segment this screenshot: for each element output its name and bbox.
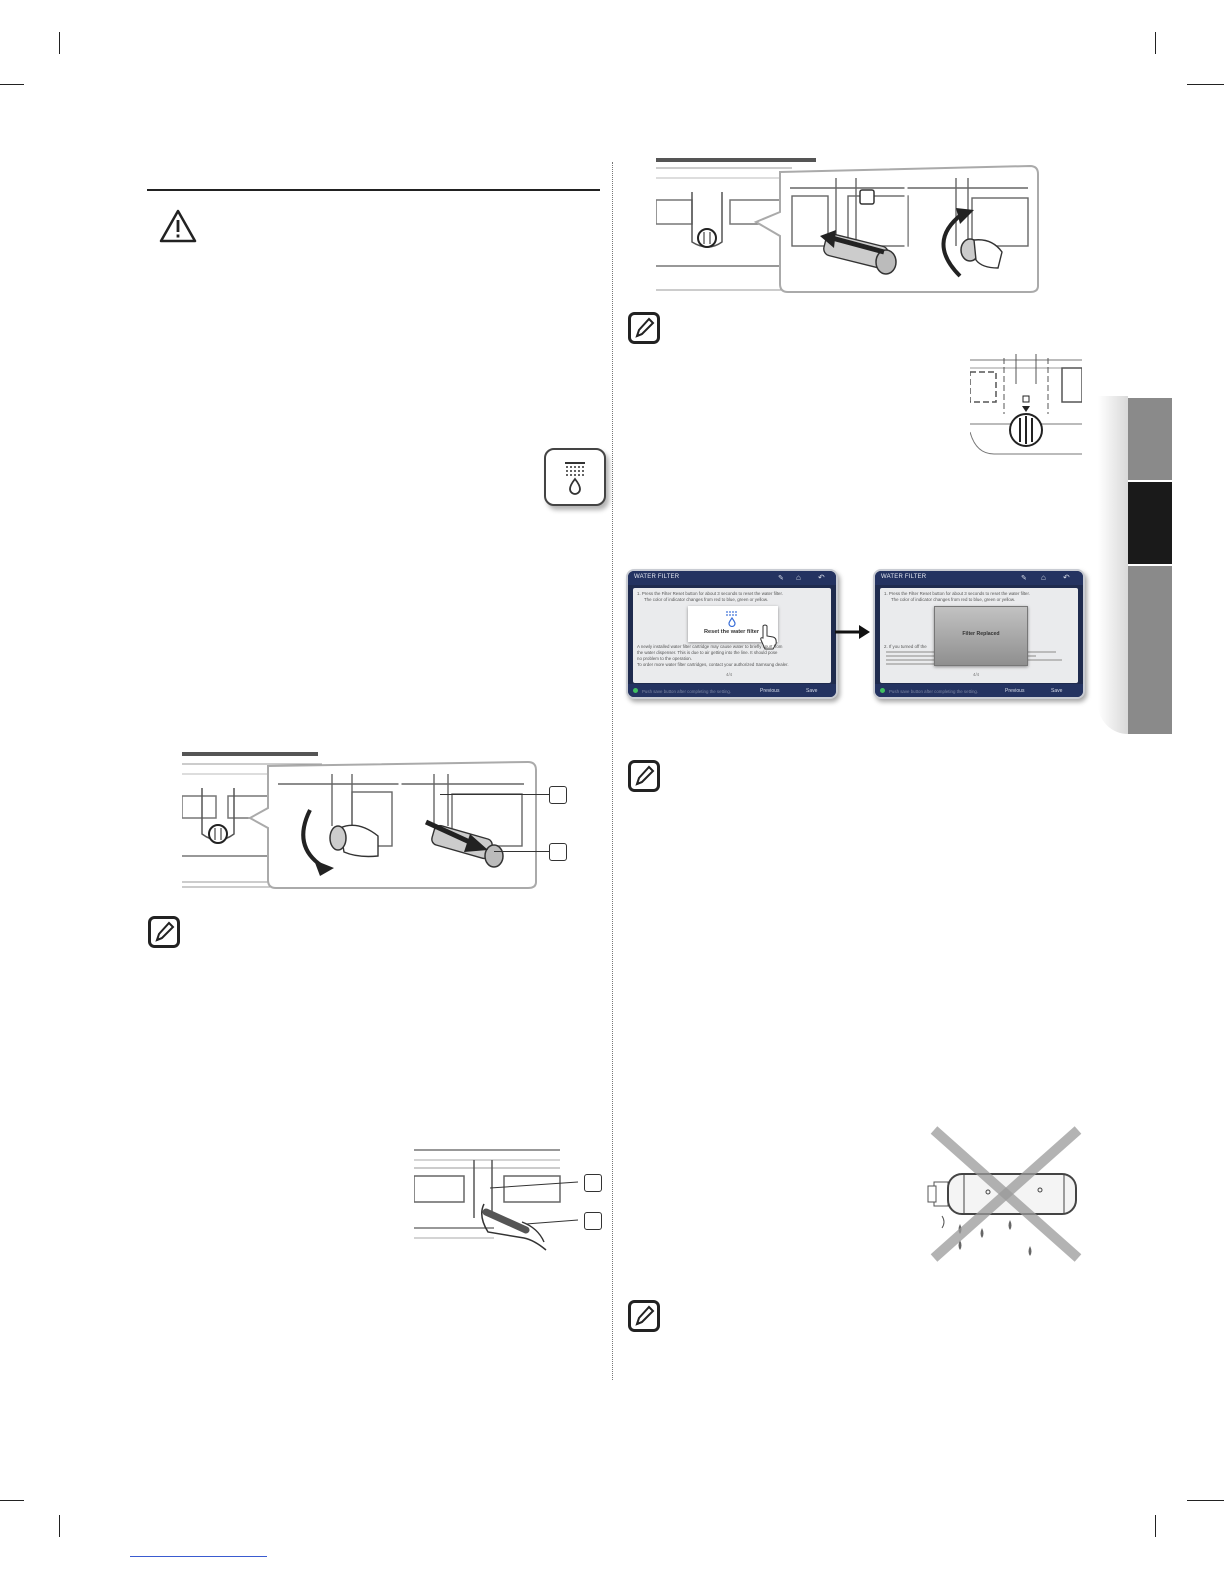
water-filter-screen-before: WATER FILTER ✎ ⌂ ↶ 1. Press the Filter R… bbox=[626, 569, 838, 699]
home-icon: ⌂ bbox=[1041, 573, 1046, 582]
callout-leader bbox=[440, 794, 549, 795]
screen-title: WATER FILTER bbox=[634, 574, 680, 580]
water-filter-reset-icon bbox=[726, 611, 737, 627]
arrow-right-icon bbox=[835, 625, 870, 639]
screen-title: WATER FILTER bbox=[881, 574, 927, 580]
reset-popup-label: Reset the water filter bbox=[704, 629, 760, 635]
screen-footer bbox=[875, 684, 1083, 697]
footer-link-underline bbox=[130, 1556, 267, 1557]
crop-mark bbox=[0, 1500, 24, 1501]
crop-mark bbox=[1155, 32, 1156, 54]
crop-mark bbox=[59, 1515, 60, 1537]
pencil-note-icon bbox=[628, 1300, 660, 1332]
status-dot bbox=[880, 688, 885, 693]
callout-box bbox=[549, 786, 567, 804]
leaking-filter-prohibited-illustration bbox=[927, 1126, 1082, 1262]
water-filter-screen-after: WATER FILTER ✎ ⌂ ↶ 1. Press the Filter R… bbox=[873, 569, 1085, 699]
home-icon: ⌂ bbox=[796, 573, 801, 582]
crop-mark bbox=[1187, 84, 1224, 85]
edit-icon: ✎ bbox=[1021, 575, 1027, 582]
pencil-note-icon bbox=[628, 312, 660, 344]
screen-step-1-sub: The color of indicator changes from red … bbox=[891, 597, 1015, 602]
side-tab-shadow bbox=[1098, 396, 1128, 734]
column-divider bbox=[612, 162, 613, 1380]
screen-paragraph: To order more water filter cartridges, c… bbox=[637, 662, 789, 667]
pencil-note-icon bbox=[628, 760, 660, 792]
filter-lock-position-illustration bbox=[970, 354, 1082, 455]
edit-icon: ✎ bbox=[778, 575, 784, 582]
screen-paragraph: the water dispenser. This is due to air … bbox=[637, 650, 778, 655]
chapter-tab bbox=[1128, 566, 1172, 734]
pencil-note-icon bbox=[148, 916, 180, 948]
section-header-rule bbox=[147, 189, 600, 191]
back-arrow-icon: ↶ bbox=[1063, 573, 1070, 582]
screen-paragraph: no problem to the operation. bbox=[637, 656, 692, 661]
chapter-tab-active bbox=[1128, 482, 1172, 564]
screen-page-indicator: 4/4 bbox=[726, 672, 733, 677]
back-arrow-icon: ↶ bbox=[818, 573, 825, 582]
water-filter-reset-icon bbox=[544, 448, 606, 506]
screen-step-1: 1. Press the Filter Reset button for abo… bbox=[884, 591, 1030, 596]
chapter-tab bbox=[1128, 398, 1172, 480]
status-dot bbox=[633, 688, 638, 693]
callout-box bbox=[549, 843, 567, 861]
previous-button[interactable]: Previous bbox=[760, 688, 780, 694]
crop-mark bbox=[1155, 1515, 1156, 1537]
screen-footer bbox=[628, 684, 836, 697]
screen-step-1: 1. Press the Filter Reset button for abo… bbox=[637, 591, 783, 596]
screen-step-2: 2. If you turned off the bbox=[884, 644, 927, 649]
filter-removal-illustration bbox=[182, 752, 537, 889]
previous-button[interactable]: Previous bbox=[1005, 688, 1025, 694]
filter-insertion-illustration bbox=[656, 158, 1039, 293]
screen-paragraph: A newly installed water filter cartridge… bbox=[637, 644, 783, 649]
filter-housing-illustration bbox=[414, 1149, 579, 1251]
warning-triangle-icon bbox=[159, 209, 197, 243]
crop-mark bbox=[1187, 1500, 1224, 1501]
screen-title-bar bbox=[875, 571, 1083, 585]
screen-fineprint bbox=[886, 663, 946, 665]
screen-page-indicator: 4/4 bbox=[973, 672, 980, 677]
finger-pointer-icon bbox=[760, 624, 777, 650]
crop-mark bbox=[0, 84, 24, 85]
filter-replaced-popup: Filter Replaced bbox=[934, 606, 1028, 666]
screen-content: 1. Press the Filter Reset button for abo… bbox=[880, 588, 1078, 683]
screen-step-1-sub: The color of indicator changes from red … bbox=[644, 597, 768, 602]
save-button[interactable]: Save bbox=[806, 688, 818, 694]
screen-footer-hint: Push save button after completing the se… bbox=[642, 689, 732, 694]
callout-box bbox=[584, 1212, 602, 1230]
screen-title-bar bbox=[628, 571, 836, 585]
callout-leader bbox=[494, 851, 549, 852]
screen-footer-hint: Push save button after completing the se… bbox=[889, 689, 979, 694]
filter-replaced-label: Filter Replaced bbox=[962, 631, 1000, 637]
screen-content: 1. Press the Filter Reset button for abo… bbox=[633, 588, 831, 683]
callout-box bbox=[584, 1174, 602, 1192]
crop-mark bbox=[59, 32, 60, 54]
save-button[interactable]: Save bbox=[1051, 688, 1063, 694]
